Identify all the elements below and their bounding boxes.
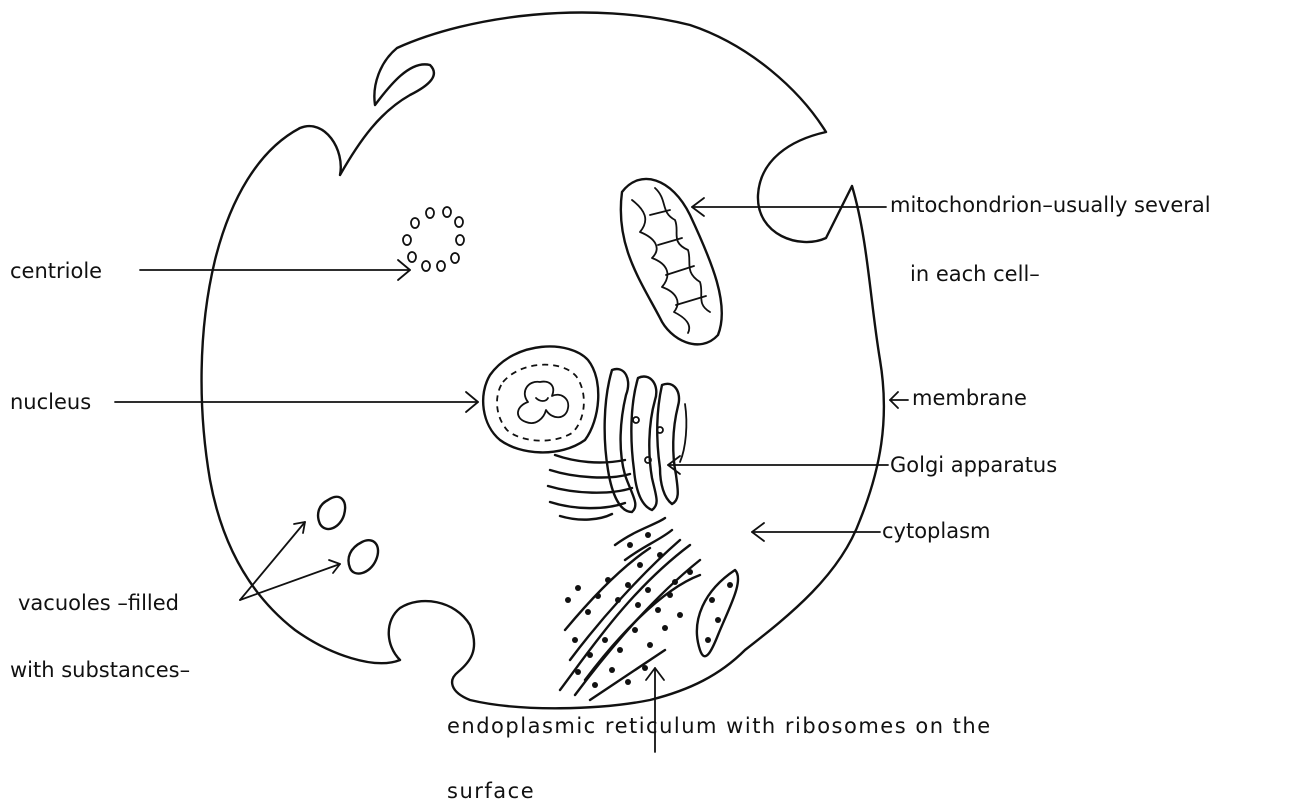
nucleus-label: nucleus — [10, 392, 91, 413]
vacuoles-organelle — [318, 497, 378, 574]
mitochondrion-organelle — [621, 179, 722, 344]
golgi-organelle — [548, 369, 686, 520]
mitochondrion-label: mitochondrion–usually several — [890, 195, 1211, 216]
centriole-pointer — [140, 260, 410, 280]
cytoplasm-pointer — [752, 523, 880, 541]
centriole-organelle — [403, 207, 464, 271]
nucleus-pointer — [115, 392, 478, 412]
membrane-label: membrane — [912, 388, 1027, 409]
centriole-label: centriole — [10, 261, 102, 282]
golgi-label: Golgi apparatus — [890, 455, 1057, 476]
er-pointer — [646, 668, 664, 752]
nucleus-organelle — [483, 346, 598, 452]
endoplasmic-reticulum-label-continued: surface — [447, 781, 535, 802]
endoplasmic-reticulum-label: endoplasmic reticulum with ribosomes on … — [447, 716, 992, 737]
vacuoles-label-continued: with substances– — [10, 660, 190, 681]
cytoplasm-label: cytoplasm — [882, 521, 991, 542]
membrane-pointer — [890, 392, 908, 408]
cell-membrane-outline — [202, 13, 884, 709]
vacuoles-label: vacuoles –filled — [18, 593, 179, 614]
mitochondrion-label-continued: in each cell– — [910, 264, 1040, 285]
golgi-pointer — [668, 456, 888, 474]
endoplasmic-reticulum-organelle — [560, 518, 738, 700]
